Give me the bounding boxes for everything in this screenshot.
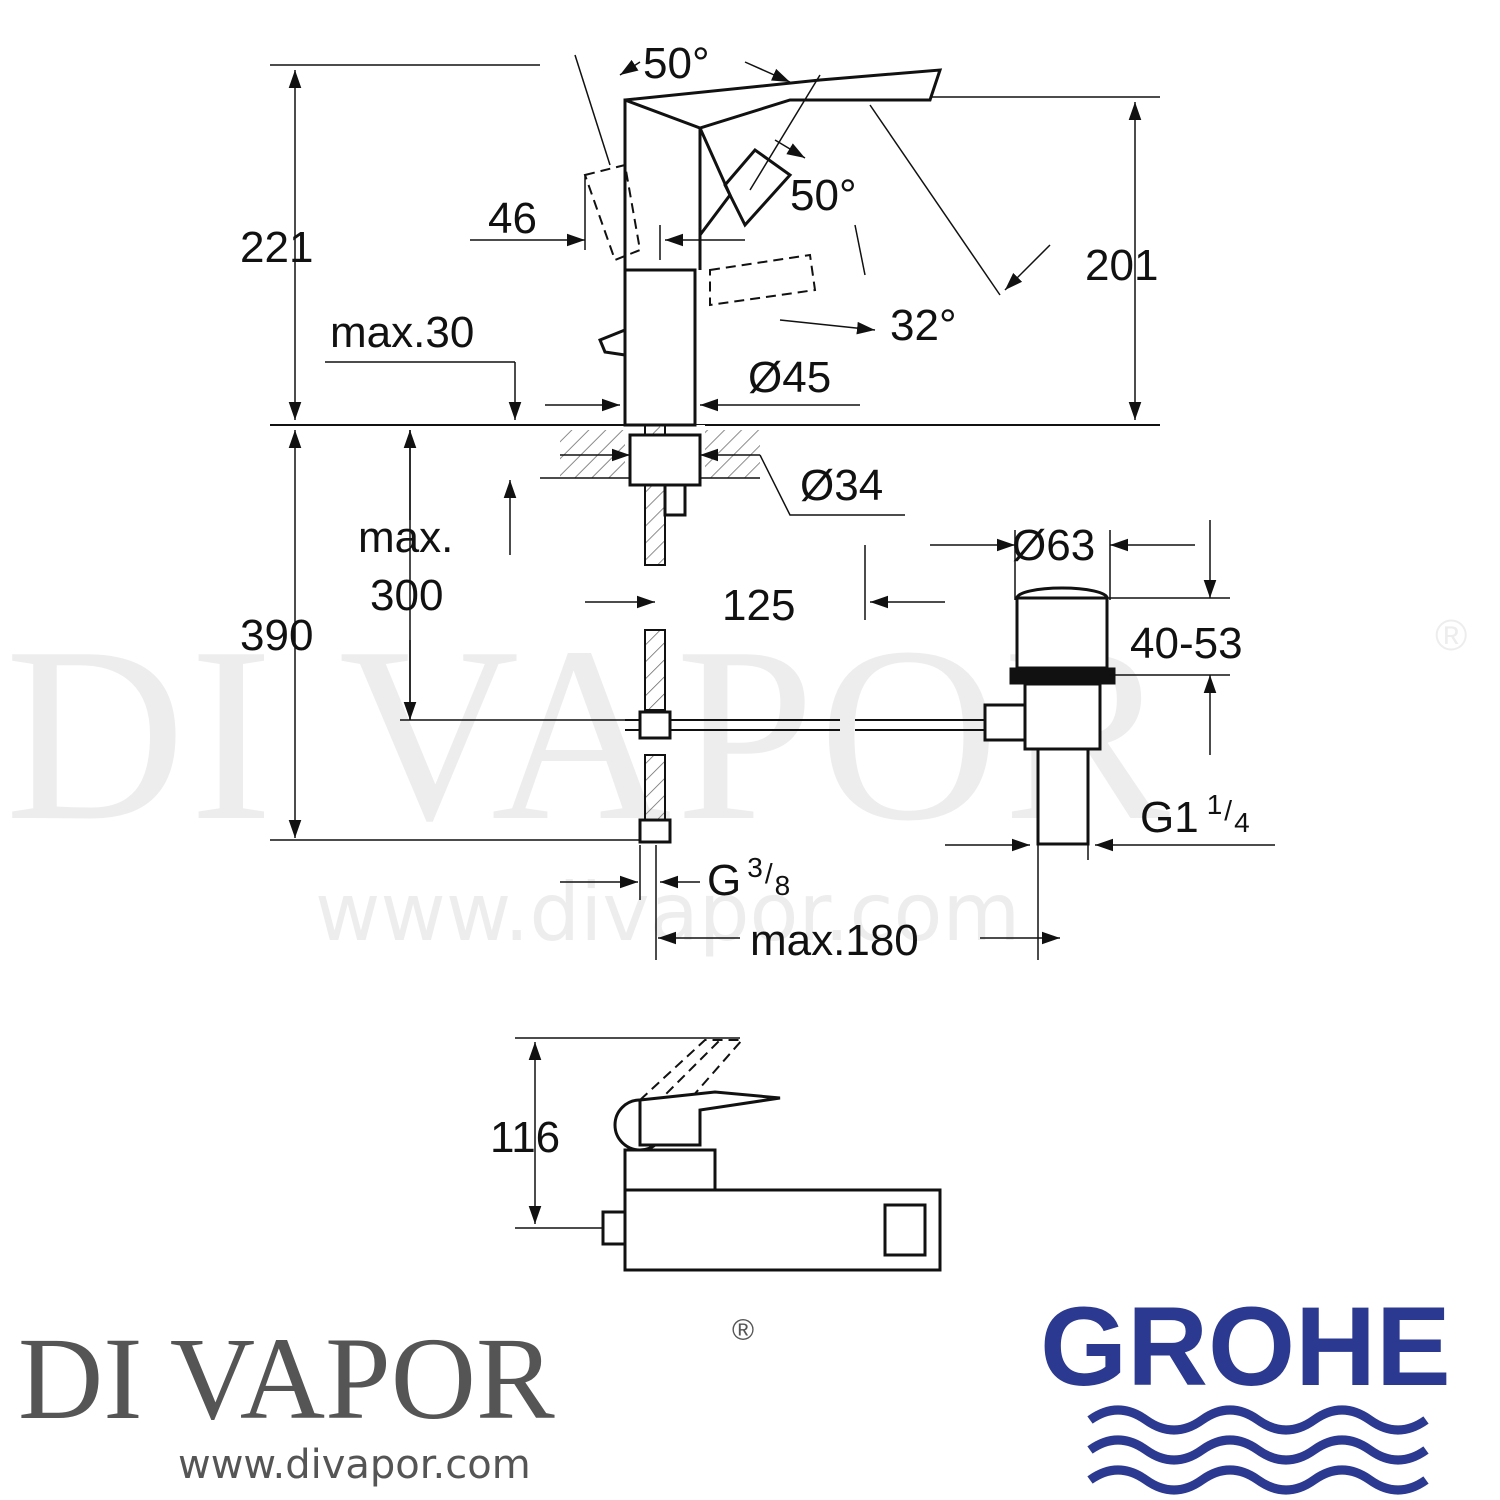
dim-max-reach: max.180 xyxy=(750,916,919,965)
dim-depth-total: 390 xyxy=(240,611,313,660)
dim-spout-width: 46 xyxy=(488,194,537,243)
dim-dia-hole: Ø34 xyxy=(800,461,883,510)
footer-brand-logo: DI VAPOR xyxy=(18,1313,555,1444)
dim-max-deck: max.30 xyxy=(330,308,474,357)
dim-angle-low: 32° xyxy=(890,301,957,350)
dim-lever-height: 116 xyxy=(490,1113,560,1162)
dim-range: 40-53 xyxy=(1130,619,1243,668)
watermark-brand: DI VAPOR xyxy=(5,596,1174,873)
grohe-logo: GROHE xyxy=(1040,1284,1451,1495)
side-lever xyxy=(638,1090,781,1147)
dim-dia-waste: Ø63 xyxy=(1012,521,1095,570)
tap-body xyxy=(623,268,697,427)
waste-assembly xyxy=(983,586,1116,846)
spout-column xyxy=(623,98,702,270)
footer-brand-reg: ® xyxy=(732,1314,754,1347)
watermark-reg: ® xyxy=(1435,611,1467,660)
watermark: DI VAPOR ® www.divapor.com xyxy=(5,596,1467,959)
dim-height-total: 221 xyxy=(240,223,313,272)
dim-max-label: max. xyxy=(358,513,453,562)
main-elevation: 221 50° 50° 46 201 32° max.30 Ø45 xyxy=(240,39,1275,965)
dim-angle-side: 50° xyxy=(790,171,857,220)
dim-angle-top: 50° xyxy=(643,39,710,88)
dim-height-spout: 201 xyxy=(1085,241,1158,290)
footer: DI VAPOR ® www.divapor.com GROHE xyxy=(18,1284,1451,1495)
dim-offset: 125 xyxy=(722,581,795,630)
dim-dia-body: Ø45 xyxy=(748,353,831,402)
grohe-wave-icon xyxy=(1087,1405,1429,1435)
grohe-wordmark: GROHE xyxy=(1040,1284,1451,1409)
footer-url: www.divapor.com xyxy=(178,1442,531,1488)
dim-max-value: 300 xyxy=(370,571,443,620)
side-view: 116 xyxy=(490,1037,942,1272)
